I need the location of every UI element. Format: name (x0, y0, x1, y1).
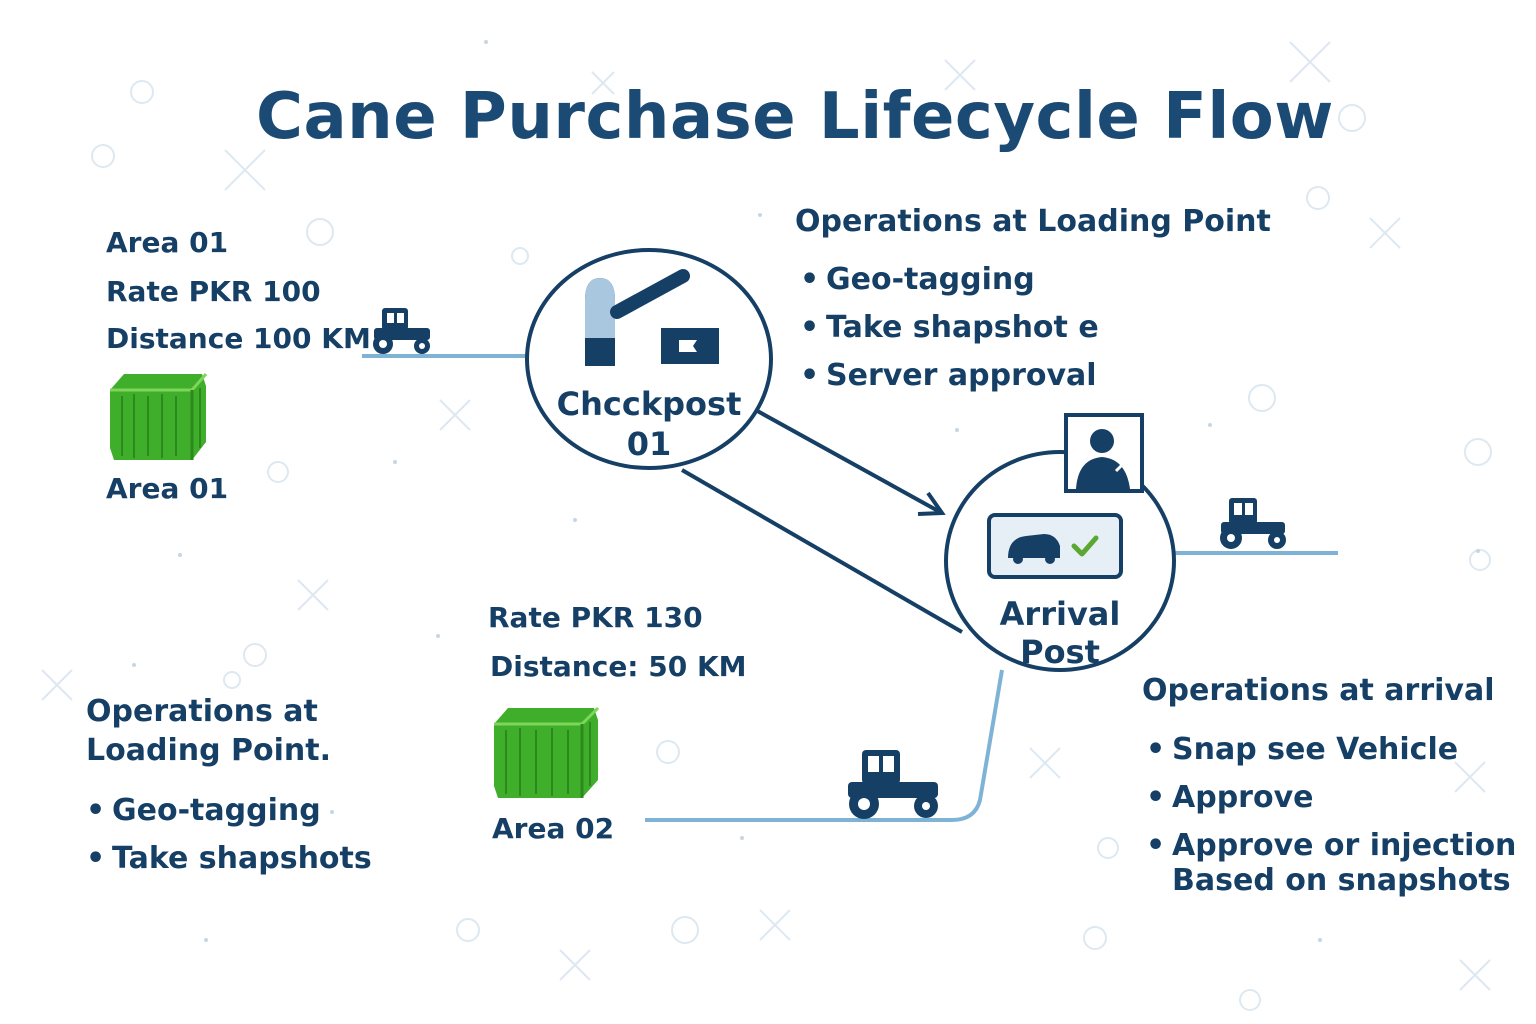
ops-arrival-list: Snap see Vehicle Approve Approve or inje… (1146, 726, 1516, 870)
area1-distance: Distance 100 KM (106, 322, 371, 355)
checkpost-node[interactable]: Chcckpost 01 (525, 248, 773, 470)
area2-distance: Distance: 50 KM (490, 650, 747, 683)
arrival-label-line1: Arrival (999, 595, 1121, 633)
list-item: Take shapshot e (800, 304, 1099, 352)
list-item: Approve (1146, 774, 1516, 822)
arrowhead (917, 491, 946, 516)
ops-loading-bottom-heading-line2: Loading Point. (86, 733, 331, 768)
list-item: Server approval (800, 352, 1099, 400)
area2-caption: Area 02 (492, 812, 615, 845)
tractor-icon (373, 308, 430, 354)
vehicle-check-icon (987, 513, 1123, 579)
list-item: Geo-tagging (800, 256, 1099, 304)
area1-rate: Rate PKR 100 (106, 275, 321, 308)
area1-name: Area 01 (106, 226, 229, 259)
page-title: Cane Purchase Lifecycle Flow (256, 80, 1334, 154)
ticket-icon (661, 328, 719, 364)
boom-barrier-icon (585, 269, 690, 366)
ops-arrival-item-continuation: Based on snapshots (1172, 863, 1511, 898)
area1-caption: Area 01 (106, 472, 229, 505)
list-item: Geo-tagging (86, 787, 372, 835)
arrow-checkpost-to-arrival (751, 406, 941, 514)
list-item: Approve or injection (1146, 822, 1516, 870)
list-item: Snap see Vehicle (1146, 726, 1516, 774)
sugarcane-field-icon (494, 706, 600, 798)
tractor-icon (1220, 498, 1286, 549)
area2-rate: Rate PKR 130 (488, 601, 703, 634)
arrival-label-line2: Post (1020, 633, 1100, 671)
checkpost-label-line2: 01 (626, 425, 672, 463)
ops-loading-top-list: Geo-tagging Take shapshot e Server appro… (800, 256, 1099, 400)
link-checkpost-to-arrival-lower (680, 468, 964, 634)
ops-loading-bottom-list: Geo-tagging Take shapshots (86, 787, 372, 883)
ops-arrival-heading: Operations at arrival (1142, 673, 1495, 708)
person-photo-icon (1064, 413, 1144, 493)
road-area2-to-arrival (645, 669, 1004, 822)
checkpost-label-line1: Chcckpost (556, 385, 742, 423)
ops-loading-top-heading: Operations at Loading Point (795, 204, 1271, 239)
sugarcane-field-icon (110, 373, 208, 460)
ops-loading-bottom-heading-line1: Operations at (86, 694, 318, 729)
tractor-icon (848, 750, 938, 819)
list-item: Take shapshots (86, 835, 372, 883)
